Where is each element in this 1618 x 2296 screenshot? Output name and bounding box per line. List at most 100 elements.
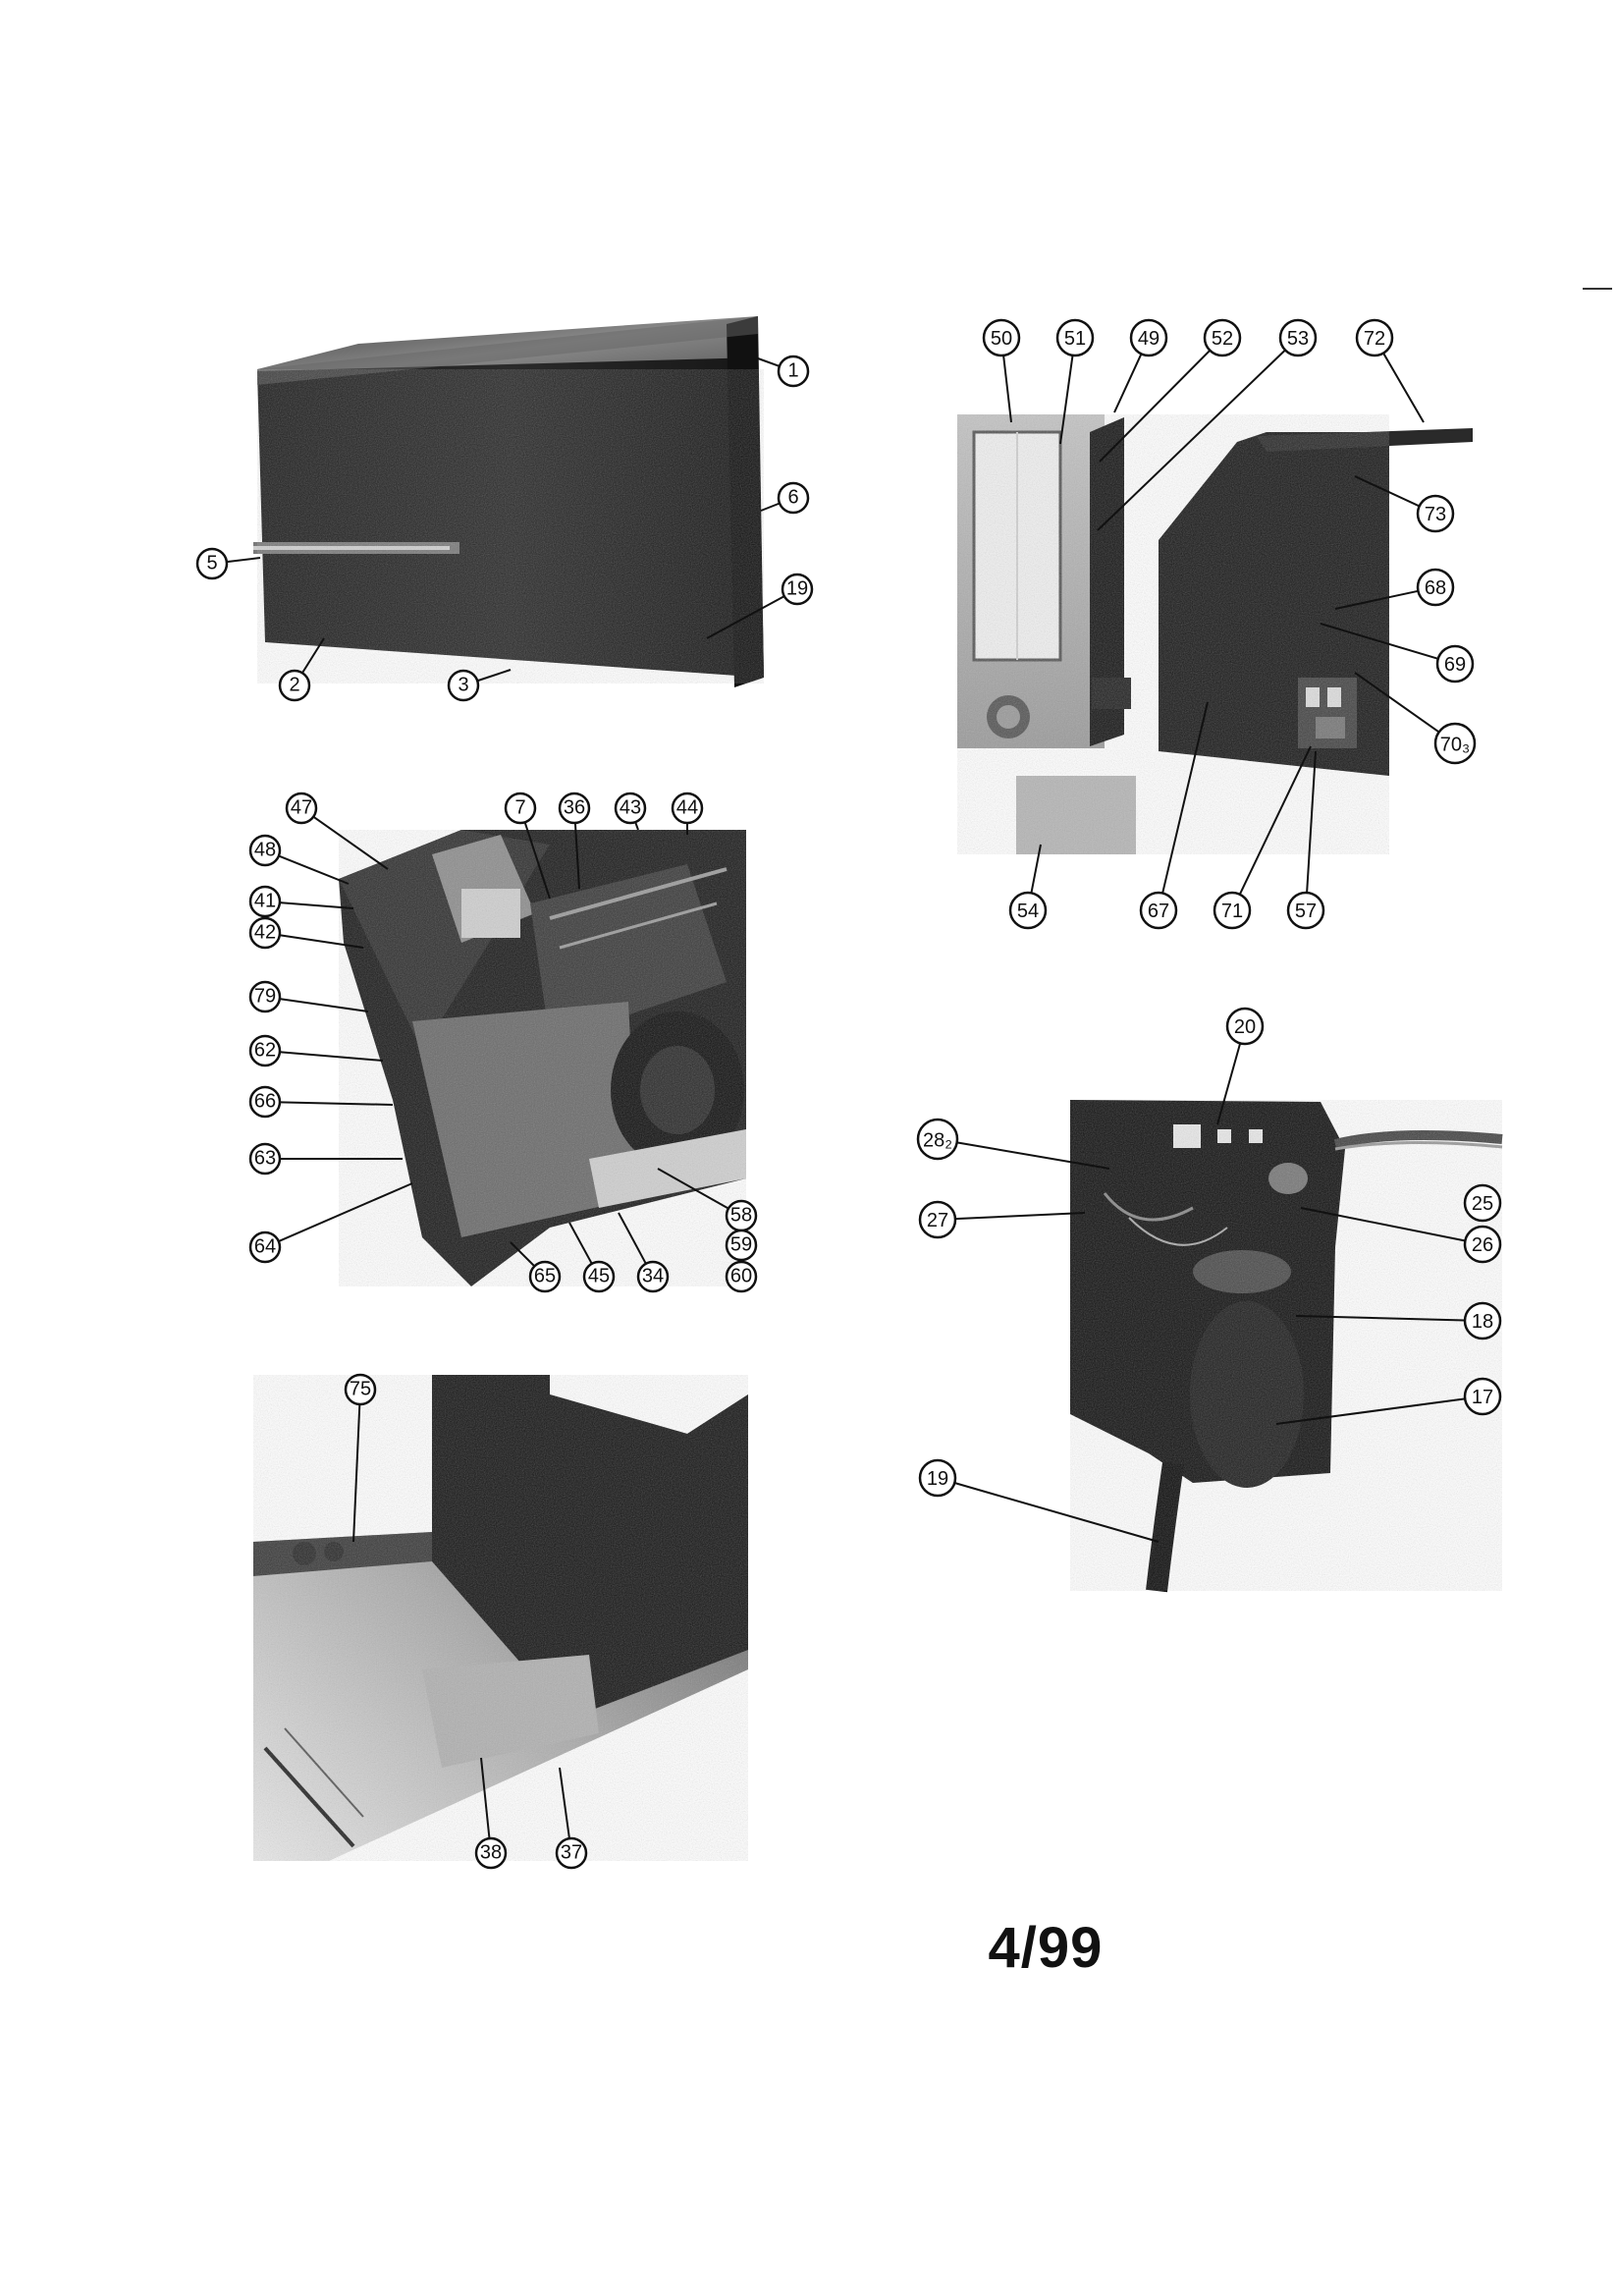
callout-base-pan-1: 38	[474, 1836, 508, 1870]
callout-motor-bracket-6: 17	[1463, 1377, 1502, 1416]
callout-circle	[982, 318, 1021, 357]
leader-line-cabinet-exterior-3	[706, 595, 785, 639]
callout-motor-bracket-0: 20	[1225, 1007, 1265, 1046]
callout-internal-assembly-15: 60	[725, 1260, 758, 1293]
callout-motor-bracket-5: 18	[1463, 1301, 1502, 1340]
callout-label: 1	[787, 360, 798, 382]
callout-cabinet-exterior-5: 3	[447, 669, 480, 702]
callout-internal-assembly-14: 59	[725, 1229, 758, 1262]
callout-circle	[1463, 1183, 1502, 1223]
callout-circle	[1435, 644, 1475, 683]
callout-label: 45	[588, 1266, 610, 1287]
callout-cabinet-exterior-2: 5	[195, 547, 229, 580]
leader-line-motor-bracket-0	[1216, 1043, 1242, 1125]
callout-circle	[195, 547, 229, 580]
callout-circle	[248, 1034, 282, 1067]
callout-circle	[636, 1260, 670, 1293]
callout-circle	[918, 1458, 957, 1498]
callout-circle	[1355, 318, 1394, 357]
callout-circle	[447, 669, 480, 702]
callout-label: 73	[1425, 504, 1446, 525]
callout-label: 51	[1064, 328, 1086, 350]
callout-circle	[1213, 891, 1252, 930]
callout-circle	[248, 1085, 282, 1119]
leader-line-motor-bracket-1	[956, 1141, 1110, 1170]
callout-circle	[614, 792, 647, 825]
callout-circle	[1055, 318, 1095, 357]
callout-label: 71	[1221, 901, 1243, 922]
leader-line-control-box-7	[1334, 589, 1419, 610]
leader-line-control-box-5	[1382, 353, 1425, 423]
callout-label: 38	[480, 1842, 502, 1864]
leader-line-internal-assembly-7	[279, 934, 364, 949]
callout-circle	[777, 481, 810, 515]
callout-circle	[474, 1836, 508, 1870]
callout-circle	[777, 355, 810, 388]
callout-label: 5	[206, 553, 217, 574]
callout-label: 41	[254, 891, 276, 912]
callout-circle	[285, 792, 318, 825]
callout-control-box-13: 57	[1286, 891, 1325, 930]
callout-circle	[725, 1260, 758, 1293]
callout-label: 49	[1138, 328, 1160, 350]
callout-circle	[278, 669, 311, 702]
callout-internal-assembly-12: 64	[248, 1230, 282, 1264]
callout-label: 3	[458, 675, 468, 696]
leader-line-control-box-3	[1099, 350, 1212, 463]
callout-circle	[1278, 318, 1318, 357]
callout-label: 67	[1148, 901, 1169, 922]
callout-label: 72	[1364, 328, 1385, 350]
callout-label: 53	[1287, 328, 1309, 350]
leader-line-cabinet-exterior-4	[301, 637, 325, 674]
callout-cabinet-exterior-3: 19	[781, 573, 814, 606]
callout-circle	[1463, 1377, 1502, 1416]
leader-line-internal-assembly-8	[279, 998, 369, 1012]
callout-internal-assembly-13: 58	[725, 1199, 758, 1232]
callout-label: 50	[991, 328, 1012, 350]
leader-line-cabinet-exterior-0	[757, 357, 781, 367]
callout-circle	[248, 1230, 282, 1264]
callout-label: 7	[514, 797, 525, 819]
callout-label: 28₂	[923, 1130, 952, 1152]
callout-control-box-7: 68	[1416, 568, 1455, 607]
page-number: 4/99	[988, 1916, 1104, 1980]
leader-line-internal-assembly-5	[278, 854, 350, 885]
callout-circle	[248, 834, 282, 867]
callout-circle	[1463, 1301, 1502, 1340]
leader-line-internal-assembly-6	[279, 902, 354, 909]
callout-circle	[1286, 891, 1325, 930]
callout-internal-assembly-3: 43	[614, 792, 647, 825]
callout-label: 75	[350, 1379, 371, 1400]
callout-motor-bracket-4: 26	[1463, 1225, 1502, 1264]
leader-line-base-pan-2	[559, 1767, 570, 1839]
callout-label: 70₃	[1440, 735, 1470, 756]
callout-label: 54	[1017, 901, 1039, 922]
callout-base-pan-0: 75	[344, 1373, 377, 1406]
leader-line-internal-assembly-12	[278, 1182, 413, 1242]
leader-line-motor-bracket-7	[954, 1482, 1160, 1543]
callout-circle	[344, 1373, 377, 1406]
leader-line-motor-bracket-6	[1275, 1397, 1466, 1425]
callout-internal-assembly-11: 63	[248, 1142, 282, 1175]
callout-label: 64	[254, 1236, 276, 1258]
leader-line-cabinet-exterior-5	[476, 669, 512, 683]
callout-label: 69	[1444, 654, 1466, 676]
callout-circle	[1203, 318, 1242, 357]
callout-control-box-9: 70₃	[1433, 722, 1477, 765]
callout-circle	[504, 792, 537, 825]
callout-control-box-11: 67	[1139, 891, 1178, 930]
leader-line-motor-bracket-2	[954, 1212, 1086, 1221]
callout-label: 68	[1425, 577, 1446, 599]
callout-internal-assembly-7: 42	[248, 916, 282, 950]
leader-line-control-box-0	[1002, 355, 1012, 423]
leader-line-internal-assembly-13	[657, 1168, 729, 1210]
callout-label: 79	[254, 986, 276, 1008]
leader-line-internal-assembly-2	[573, 822, 580, 890]
leader-line-cabinet-exterior-2	[226, 557, 261, 564]
callout-label: 25	[1472, 1193, 1493, 1215]
callout-circle	[1225, 1007, 1265, 1046]
leader-line-control-box-1	[1059, 355, 1074, 445]
